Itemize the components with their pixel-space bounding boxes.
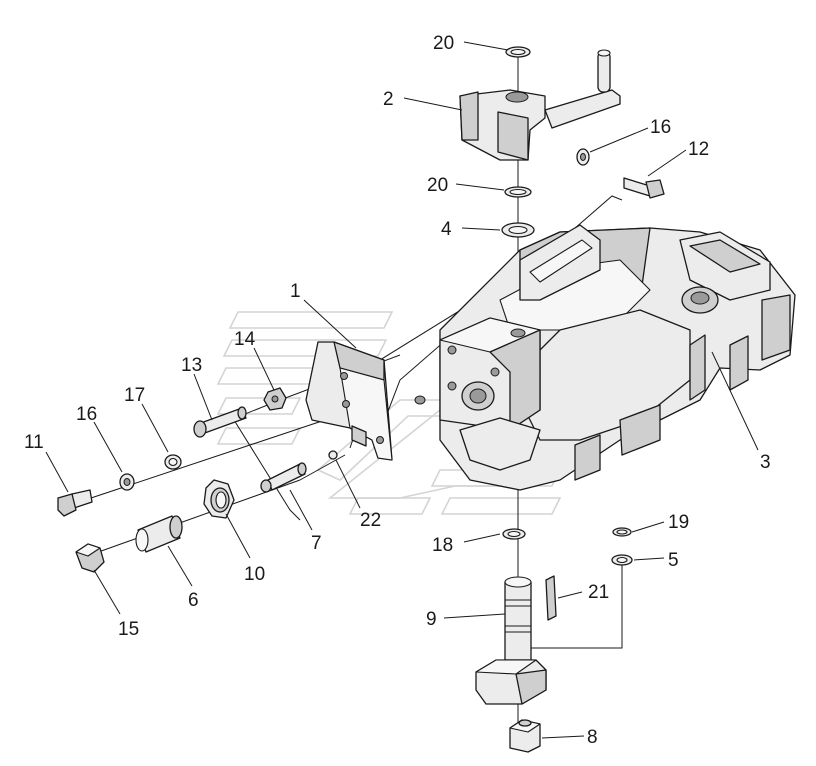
part-5-ring xyxy=(611,554,633,566)
callout-22: 22 xyxy=(360,510,381,531)
part-12-bolt xyxy=(623,177,665,199)
part-2-lever xyxy=(459,49,621,161)
callout-2: 2 xyxy=(383,89,394,110)
part-9-shaft xyxy=(475,576,547,705)
part-1-bracket-plate xyxy=(305,341,393,461)
callout-6: 6 xyxy=(188,590,199,611)
callout-1: 1 xyxy=(290,281,301,302)
part-14-nut xyxy=(263,387,287,411)
callout-10: 10 xyxy=(244,564,265,585)
part-20-circlip-upper xyxy=(505,46,531,58)
callout-20-lower: 20 xyxy=(427,175,448,196)
callout-16-upper: 16 xyxy=(650,117,671,138)
callout-13: 13 xyxy=(181,355,202,376)
callout-18: 18 xyxy=(432,535,453,556)
callout-9: 9 xyxy=(426,609,437,630)
part-16-washer-upper xyxy=(576,148,590,166)
callout-8: 8 xyxy=(587,727,598,748)
part-22-ball xyxy=(328,450,338,460)
part-20-circlip-lower xyxy=(504,186,532,198)
callout-16-left: 16 xyxy=(76,404,97,425)
callout-11: 11 xyxy=(24,432,44,453)
part-15-nut xyxy=(75,543,105,573)
callout-4: 4 xyxy=(441,219,452,240)
part-3-main-housing xyxy=(414,224,796,491)
part-7-pin xyxy=(260,462,307,493)
part-6-sleeve xyxy=(135,515,183,553)
callout-14: 14 xyxy=(234,329,256,350)
part-13-bolt xyxy=(193,406,247,438)
callout-leaders xyxy=(45,41,759,739)
part-16-washer-left xyxy=(119,473,135,491)
callout-12: 12 xyxy=(688,139,709,160)
part-17-washer xyxy=(164,454,182,470)
part-21-key xyxy=(545,575,557,621)
part-19-ring xyxy=(612,527,632,537)
callout-19: 19 xyxy=(668,512,689,533)
part-18-ring xyxy=(502,528,526,540)
callout-5: 5 xyxy=(668,550,679,571)
callout-7: 7 xyxy=(311,533,322,554)
callout-15: 15 xyxy=(118,619,139,640)
callout-20-upper: 20 xyxy=(433,33,454,54)
part-10-nut xyxy=(203,479,235,519)
part-4-washer xyxy=(501,222,535,238)
part-11-bolt xyxy=(57,489,93,517)
callout-21: 21 xyxy=(588,582,609,603)
callout-17: 17 xyxy=(124,385,145,406)
callout-3: 3 xyxy=(760,452,771,473)
callout-labels: 20 2 16 12 20 4 1 14 13 17 16 11 3 22 7 … xyxy=(24,33,771,748)
part-8-block xyxy=(509,719,541,753)
